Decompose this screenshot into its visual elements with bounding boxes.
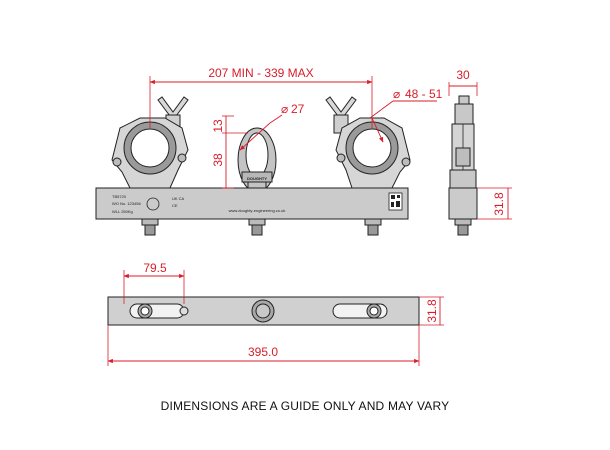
side-width-label: 30	[456, 68, 470, 82]
bar-model-text: TB5720	[112, 194, 127, 199]
centre-hole	[251, 299, 275, 323]
plan-height-label: 31.8	[425, 299, 439, 323]
ukca-mark: UK CA	[172, 196, 185, 201]
span-label: 207 MIN - 339 MAX	[208, 66, 313, 80]
front-view: DOUGHTY TB5720 WO No. 123456 WLL 250Kg U…	[95, 66, 443, 236]
height-dimension: 13 38	[211, 115, 248, 189]
bar-website-text: www.doughty-engineering.co.uk	[229, 208, 286, 213]
eye-diameter-dimension: ⌀ 27	[239, 102, 305, 151]
brand-label: DOUGHTY	[247, 176, 267, 181]
side-height-label: 31.8	[492, 192, 506, 216]
footer-note: DIMENSIONS ARE A GUIDE ONLY AND MAY VARY	[160, 399, 450, 413]
bar-wll-text: WLL 250Kg	[112, 209, 133, 214]
bar-wo-text: WO No. 123456	[112, 201, 141, 206]
overall-length-label: 395.0	[248, 345, 278, 359]
height-upper-label: 13	[211, 119, 225, 133]
main-bar	[95, 187, 409, 220]
hole-offset-dimension: 79.5	[123, 261, 185, 304]
side-view: 30 31.8	[448, 68, 512, 236]
bar-bolts	[141, 218, 382, 236]
clamp-diameter-dimension: ⌀ 48 - 51	[369, 87, 443, 143]
side-height-dimension: 31.8	[477, 187, 512, 220]
overall-length-dimension: 395.0	[107, 325, 420, 366]
height-lower-label: 38	[211, 153, 225, 167]
ce-mark: CE	[172, 203, 178, 208]
eye-bolt: DOUGHTY	[237, 127, 277, 193]
right-half-coupler	[325, 96, 411, 189]
plan-height-dimension: 31.8	[419, 296, 444, 326]
span-dimension: 207 MIN - 339 MAX	[149, 66, 373, 128]
plan-view: 79.5 31.8 395.0	[107, 261, 444, 366]
left-slot	[129, 303, 189, 319]
hole-offset-label: 79.5	[143, 261, 167, 275]
logo-badge	[146, 197, 160, 211]
clamp-diameter-label: 48 - 51	[405, 87, 443, 101]
side-width-dimension: 30	[448, 68, 478, 96]
qr-code	[388, 192, 403, 211]
right-slot	[332, 303, 388, 319]
clamp-diameter-symbol: ⌀	[393, 87, 400, 101]
eye-diameter-symbol: ⌀	[281, 102, 288, 116]
left-half-coupler	[111, 96, 189, 189]
brand-plate	[241, 171, 273, 183]
eye-diameter-label: 27	[291, 102, 305, 116]
